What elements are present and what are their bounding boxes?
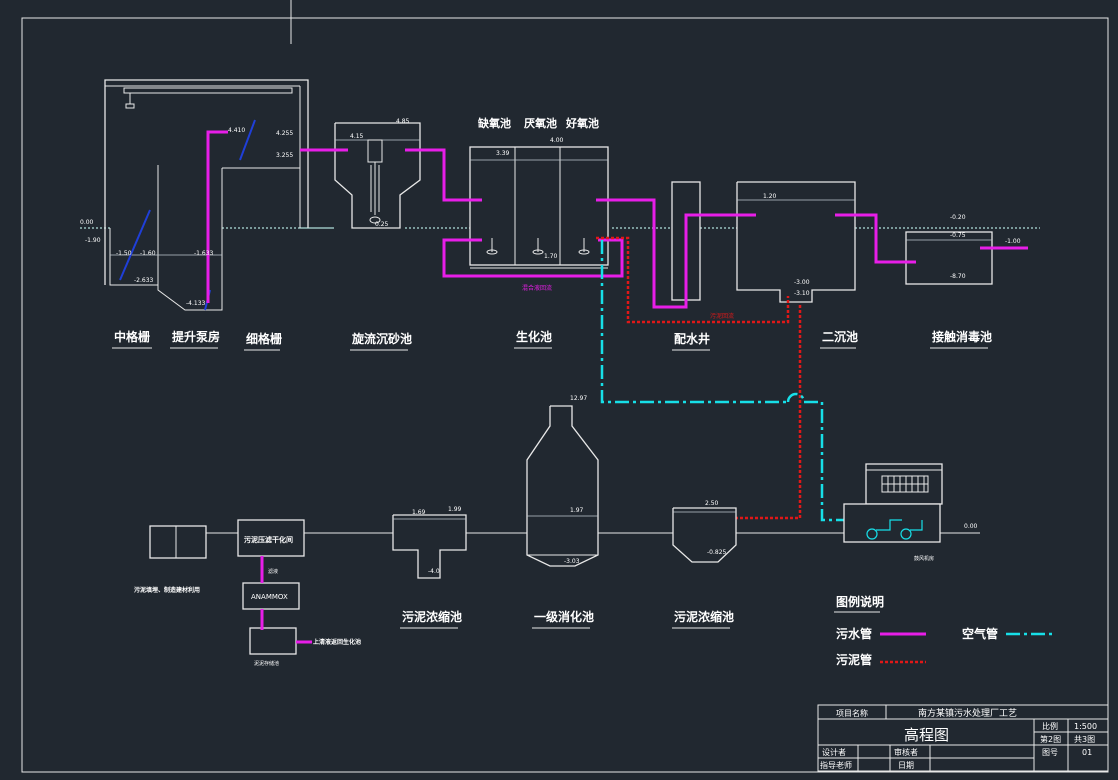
level-grit-a: 4.15 xyxy=(350,133,364,140)
blower-room xyxy=(843,463,980,543)
dewatering-box xyxy=(237,519,305,557)
level-fine-c: 3.255 xyxy=(276,152,293,159)
level-clar-c: -3.10 xyxy=(794,290,810,297)
air-pipe-route xyxy=(600,240,846,522)
level-pump-b: -1.50 xyxy=(116,250,132,257)
unit-labels-top: 中格栅 提升泵房 细格栅 旋流沉砂池 生化池 配水井 二沉池 接触消毒池 xyxy=(112,329,992,351)
level-dis-d: -8.70 xyxy=(950,273,966,280)
label-distribution: 配水井 xyxy=(674,331,710,346)
label-blower-room: 鼓风机房 xyxy=(914,555,934,562)
label-anammox: ANAMMOX xyxy=(251,593,288,601)
bio-zone-labels: 缺氧池 厌氧池 好氧池 xyxy=(477,116,599,130)
unit-labels-bottom: 污泥浓缩池 一级消化池 污泥浓缩池 xyxy=(400,609,734,629)
tb-scale-label: 比例 xyxy=(1042,721,1058,731)
level-bio-b: 4.00 xyxy=(550,137,564,144)
label-anoxic: 缺氧池 xyxy=(477,116,511,130)
label-fine-screen: 细格栅 xyxy=(246,331,282,346)
label-storage-pool: 泥泥存储池 xyxy=(254,660,279,667)
level-bio-a: 3.39 xyxy=(496,150,510,157)
label-lift-pump: 提升泵房 xyxy=(172,329,220,344)
label-grit: 旋流沉砂池 xyxy=(351,331,412,346)
level-thick2-a: 2.50 xyxy=(705,500,719,507)
level-pump-f: -4.133 xyxy=(186,300,206,307)
tb-sheet-total: 共3图 xyxy=(1074,735,1095,744)
label-supernatant: 上清液返回生化池 xyxy=(313,638,361,646)
elevation-marks: 4.410 4.255 3.255 4.15 4.85 0.25 0.00 -1… xyxy=(80,118,1021,575)
level-blower-ground: 0.00 xyxy=(964,523,978,530)
drawing-border xyxy=(21,17,1109,773)
level-digester-a: 12.97 xyxy=(570,395,587,402)
tb-figno-label: 图号 xyxy=(1042,748,1058,757)
label-aerobic: 好氧池 xyxy=(565,116,599,130)
tb-sheet-label: 第2图 xyxy=(1040,734,1061,744)
level-dis-b: -0.75 xyxy=(950,232,966,239)
label-dewatering: 污泥压滤干化间 xyxy=(244,535,293,544)
tb-designer-label: 设计者 xyxy=(822,747,846,757)
disposal-box xyxy=(149,525,207,559)
label-bio: 生化池 xyxy=(516,329,552,344)
label-digester: 一级消化池 xyxy=(534,609,594,624)
sludge-pipe-route xyxy=(596,236,802,520)
level-dis-a: -0.20 xyxy=(950,214,966,221)
level-dis-c: -1.00 xyxy=(1005,238,1021,245)
primary-digester xyxy=(526,405,599,567)
bio-tank xyxy=(469,146,609,269)
coarse-screen-building xyxy=(104,79,309,311)
secondary-clarifier xyxy=(736,181,856,303)
label-mixed-return: 混合液回流 xyxy=(522,284,552,292)
label-thickener2: 污泥浓缩池 xyxy=(674,609,734,624)
tb-scale-value: 1:500 xyxy=(1074,722,1097,731)
title-block: 项目名称 南方某镇污水处理厂工艺 高程图 比例 1:500 第2图 共3图 图号… xyxy=(817,704,1109,772)
label-clarifier: 二沉池 xyxy=(822,329,858,344)
level-ground-left: 0.00 xyxy=(80,219,94,226)
level-fine-a: 4.410 xyxy=(228,127,245,134)
level-bio-c: 1.70 xyxy=(544,253,558,260)
disinfection-tank xyxy=(905,231,993,285)
level-pump-c: -1.60 xyxy=(140,250,156,257)
anammox-box xyxy=(242,582,300,610)
tb-drawing-name: 高程图 xyxy=(904,726,949,744)
level-thick-c: -4.0 xyxy=(428,568,440,575)
tb-advisor-label: 指导老师 xyxy=(820,760,852,770)
label-coarse-screen: 中格栅 xyxy=(114,329,150,344)
level-pump-d: -1.633 xyxy=(194,250,214,257)
level-fine-b: 4.255 xyxy=(276,130,293,137)
legend-sludge-label: 污泥管 xyxy=(836,652,872,667)
legend: 图例说明 污水管 污泥管 空气管 xyxy=(834,594,1052,667)
tb-figno-value: 01 xyxy=(1082,748,1092,757)
tb-date-label: 日期 xyxy=(898,761,914,770)
label-disinfection: 接触消毒池 xyxy=(932,329,992,344)
label-sludge-return: 污泥回流 xyxy=(710,312,734,320)
level-thick2-b: -0.825 xyxy=(707,549,727,556)
level-grit-b: 4.85 xyxy=(396,118,410,125)
sludge-thickener-2 xyxy=(672,507,737,563)
level-digester-b: 1.97 xyxy=(570,507,584,514)
level-thick-b: 1.99 xyxy=(448,506,462,513)
sludge-thickener-1 xyxy=(392,514,467,579)
sewage-pipe-route xyxy=(206,130,1028,309)
grit-chamber xyxy=(334,122,421,229)
level-thick-a: 1.69 xyxy=(412,509,426,516)
label-disposal: 污泥填埋、制造建材利用 xyxy=(134,586,200,594)
level-clar-b: -3.00 xyxy=(794,279,810,286)
label-thickener: 污泥浓缩池 xyxy=(402,609,462,624)
level-pump-e: -2.633 xyxy=(134,277,154,284)
legend-sewage-label: 污水管 xyxy=(836,626,872,641)
label-filtrate: 滤液 xyxy=(268,568,278,575)
storage-pool xyxy=(249,627,297,655)
level-pump-a: -1.90 xyxy=(85,237,101,244)
legend-title: 图例说明 xyxy=(836,594,884,609)
label-anaerobic: 厌氧池 xyxy=(524,116,557,130)
level-clar-a: 1.20 xyxy=(763,193,777,200)
tb-reviewer-label: 审核者 xyxy=(894,747,918,757)
level-digester-c: -3.03 xyxy=(564,558,580,565)
tb-project-value: 南方某镇污水处理厂工艺 xyxy=(918,707,1017,719)
tb-project-label: 项目名称 xyxy=(836,708,868,718)
legend-air-label: 空气管 xyxy=(962,626,998,641)
level-grit-c: 0.25 xyxy=(375,221,389,228)
